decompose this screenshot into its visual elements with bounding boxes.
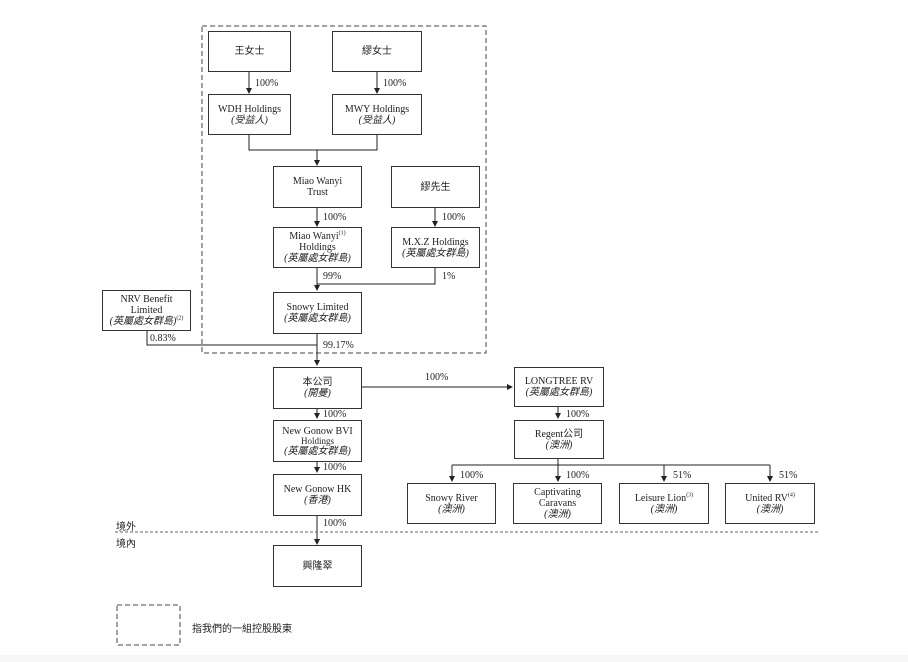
pct-snowy-company: 99.17% bbox=[323, 340, 354, 351]
pct-company-bvi: 100% bbox=[323, 409, 347, 420]
node-title: 繆女士 bbox=[362, 46, 392, 57]
node-title: 興隆翠 bbox=[302, 560, 333, 572]
pct-longtree-regent: 100% bbox=[566, 409, 590, 420]
node-title: WDH Holdings bbox=[217, 103, 282, 115]
controlling-shareholders-group bbox=[201, 25, 487, 354]
pct-hk-xinglongcui: 100% bbox=[323, 518, 347, 529]
footnote-marker: (3) bbox=[686, 492, 694, 499]
pct-wang-wdh: 100% bbox=[255, 78, 279, 89]
node-title: M.X.Z Holdings bbox=[402, 236, 469, 248]
node-title: Miao Wanyi bbox=[289, 231, 339, 242]
node-mr-miao: 繆先生 bbox=[391, 166, 480, 208]
node-united-rv: United RV(4) (澳洲) bbox=[725, 483, 815, 524]
node-subtitle: (香港) bbox=[304, 495, 331, 506]
node-title: New Gonow HK bbox=[283, 484, 352, 495]
pct-regent-caravans: 100% bbox=[566, 470, 590, 481]
node-subtitle: (英屬處女群島) bbox=[402, 247, 469, 259]
node-subtitle: (英屬處女群島) bbox=[284, 445, 351, 457]
pct-bvi-hk: 100% bbox=[323, 462, 347, 473]
node-title-line2: Trust bbox=[307, 187, 328, 198]
node-subtitle: (澳洲) bbox=[545, 439, 573, 451]
node-mxz-holdings: M.X.Z Holdings (英屬處女群島) bbox=[391, 227, 480, 268]
node-title: Leisure Lion bbox=[634, 492, 687, 504]
node-title: Snowy Limited bbox=[286, 302, 349, 313]
node-miao-wanyi-trust: Miao Wanyi Trust bbox=[273, 166, 362, 208]
node-subtitle: (受益人) bbox=[231, 114, 268, 126]
node-title-line2: Holdings bbox=[300, 435, 334, 446]
node-title: LONGTREE RV bbox=[524, 376, 594, 387]
node-subtitle: (英屬處女群島) bbox=[284, 253, 351, 264]
node-miao-wanyi-holdings: Miao Wanyi(1) Holdings (英屬處女群島) bbox=[273, 227, 362, 268]
node-nrv-benefit: NRV Benefit Limited (英屬處女群島)(2) bbox=[102, 290, 191, 331]
node-title: Regent公司 bbox=[534, 428, 584, 440]
node-subtitle: (英屬處女群島) bbox=[525, 387, 593, 398]
footnote-marker: (2) bbox=[176, 315, 184, 322]
node-captivating-caravans: Captivating Caravans (澳洲) bbox=[513, 483, 602, 524]
node-subtitle: (受益人) bbox=[358, 114, 396, 126]
footnote-marker: (4) bbox=[787, 492, 795, 499]
pct-mxz-snowy: 1% bbox=[442, 271, 456, 282]
pct-mwh-snowy: 99% bbox=[323, 271, 342, 282]
node-title: United RV bbox=[745, 492, 788, 504]
node-title: MWY Holdings bbox=[344, 103, 410, 115]
node-subtitle: (開曼) bbox=[304, 388, 331, 399]
offshore-label: 境外 bbox=[116, 522, 136, 533]
node-subtitle: (英屬處女群島) bbox=[284, 313, 351, 324]
node-snowy-limited: Snowy Limited (英屬處女群島) bbox=[273, 292, 362, 334]
node-subtitle: (澳洲) bbox=[544, 509, 571, 520]
node-mwy-holdings: MWY Holdings (受益人) bbox=[332, 94, 422, 135]
node-new-gonow-hk: New Gonow HK (香港) bbox=[273, 474, 362, 516]
node-subtitle: (英屬處女群島) bbox=[109, 316, 177, 327]
node-longtree-rv: LONGTREE RV (英屬處女群島) bbox=[514, 367, 604, 407]
pct-regent-united: 51% bbox=[779, 470, 798, 481]
pct-company-longtree: 100% bbox=[425, 372, 449, 383]
node-subtitle: (澳洲) bbox=[438, 503, 465, 515]
node-wdh-holdings: WDH Holdings (受益人) bbox=[208, 94, 291, 135]
pct-mrmiao-mxz: 100% bbox=[442, 212, 466, 223]
pct-miao-mwy: 100% bbox=[383, 78, 407, 89]
node-subtitle: (澳洲) bbox=[756, 503, 784, 515]
node-regent: Regent公司 (澳洲) bbox=[514, 420, 604, 459]
node-company: 本公司 (開曼) bbox=[273, 367, 362, 409]
node-title-line2: Holdings bbox=[299, 242, 336, 253]
node-xinglongcui: 興隆翠 bbox=[273, 545, 362, 587]
legend-dashed-box bbox=[116, 604, 181, 646]
node-ms-miao: 繆女士 bbox=[332, 31, 422, 72]
node-new-gonow-bvi: New Gonow BVI Holdings (英屬處女群島) bbox=[273, 420, 362, 462]
node-title: Miao Wanyi bbox=[292, 176, 343, 187]
pct-trust-mwh: 100% bbox=[323, 212, 347, 223]
pct-nrv-company: 0.83% bbox=[150, 333, 176, 344]
node-leisure-lion: Leisure Lion(3) (澳洲) bbox=[619, 483, 709, 524]
onshore-label: 境內 bbox=[116, 539, 136, 550]
node-title: Snowy River bbox=[425, 492, 478, 504]
node-title: New Gonow BVI bbox=[282, 425, 353, 437]
node-title: 王女士 bbox=[234, 46, 265, 57]
legend-text: 指我們的一組控股股東 bbox=[192, 624, 292, 635]
footnote-marker: (1) bbox=[338, 230, 346, 237]
footer-band bbox=[0, 655, 908, 662]
node-title-line2: Caravans bbox=[538, 498, 577, 509]
node-title: Captivating bbox=[534, 487, 581, 498]
node-ms-wang: 王女士 bbox=[208, 31, 291, 72]
node-title: 本公司 bbox=[302, 377, 333, 388]
node-title: NRV Benefit bbox=[120, 294, 173, 305]
pct-regent-leisure: 51% bbox=[673, 470, 692, 481]
node-title: 繆先生 bbox=[420, 181, 451, 193]
node-subtitle: (澳洲) bbox=[650, 503, 678, 515]
node-snowy-river: Snowy River (澳洲) bbox=[407, 483, 496, 524]
node-title-line2: Limited bbox=[130, 305, 163, 316]
pct-regent-snowy-river: 100% bbox=[460, 470, 484, 481]
